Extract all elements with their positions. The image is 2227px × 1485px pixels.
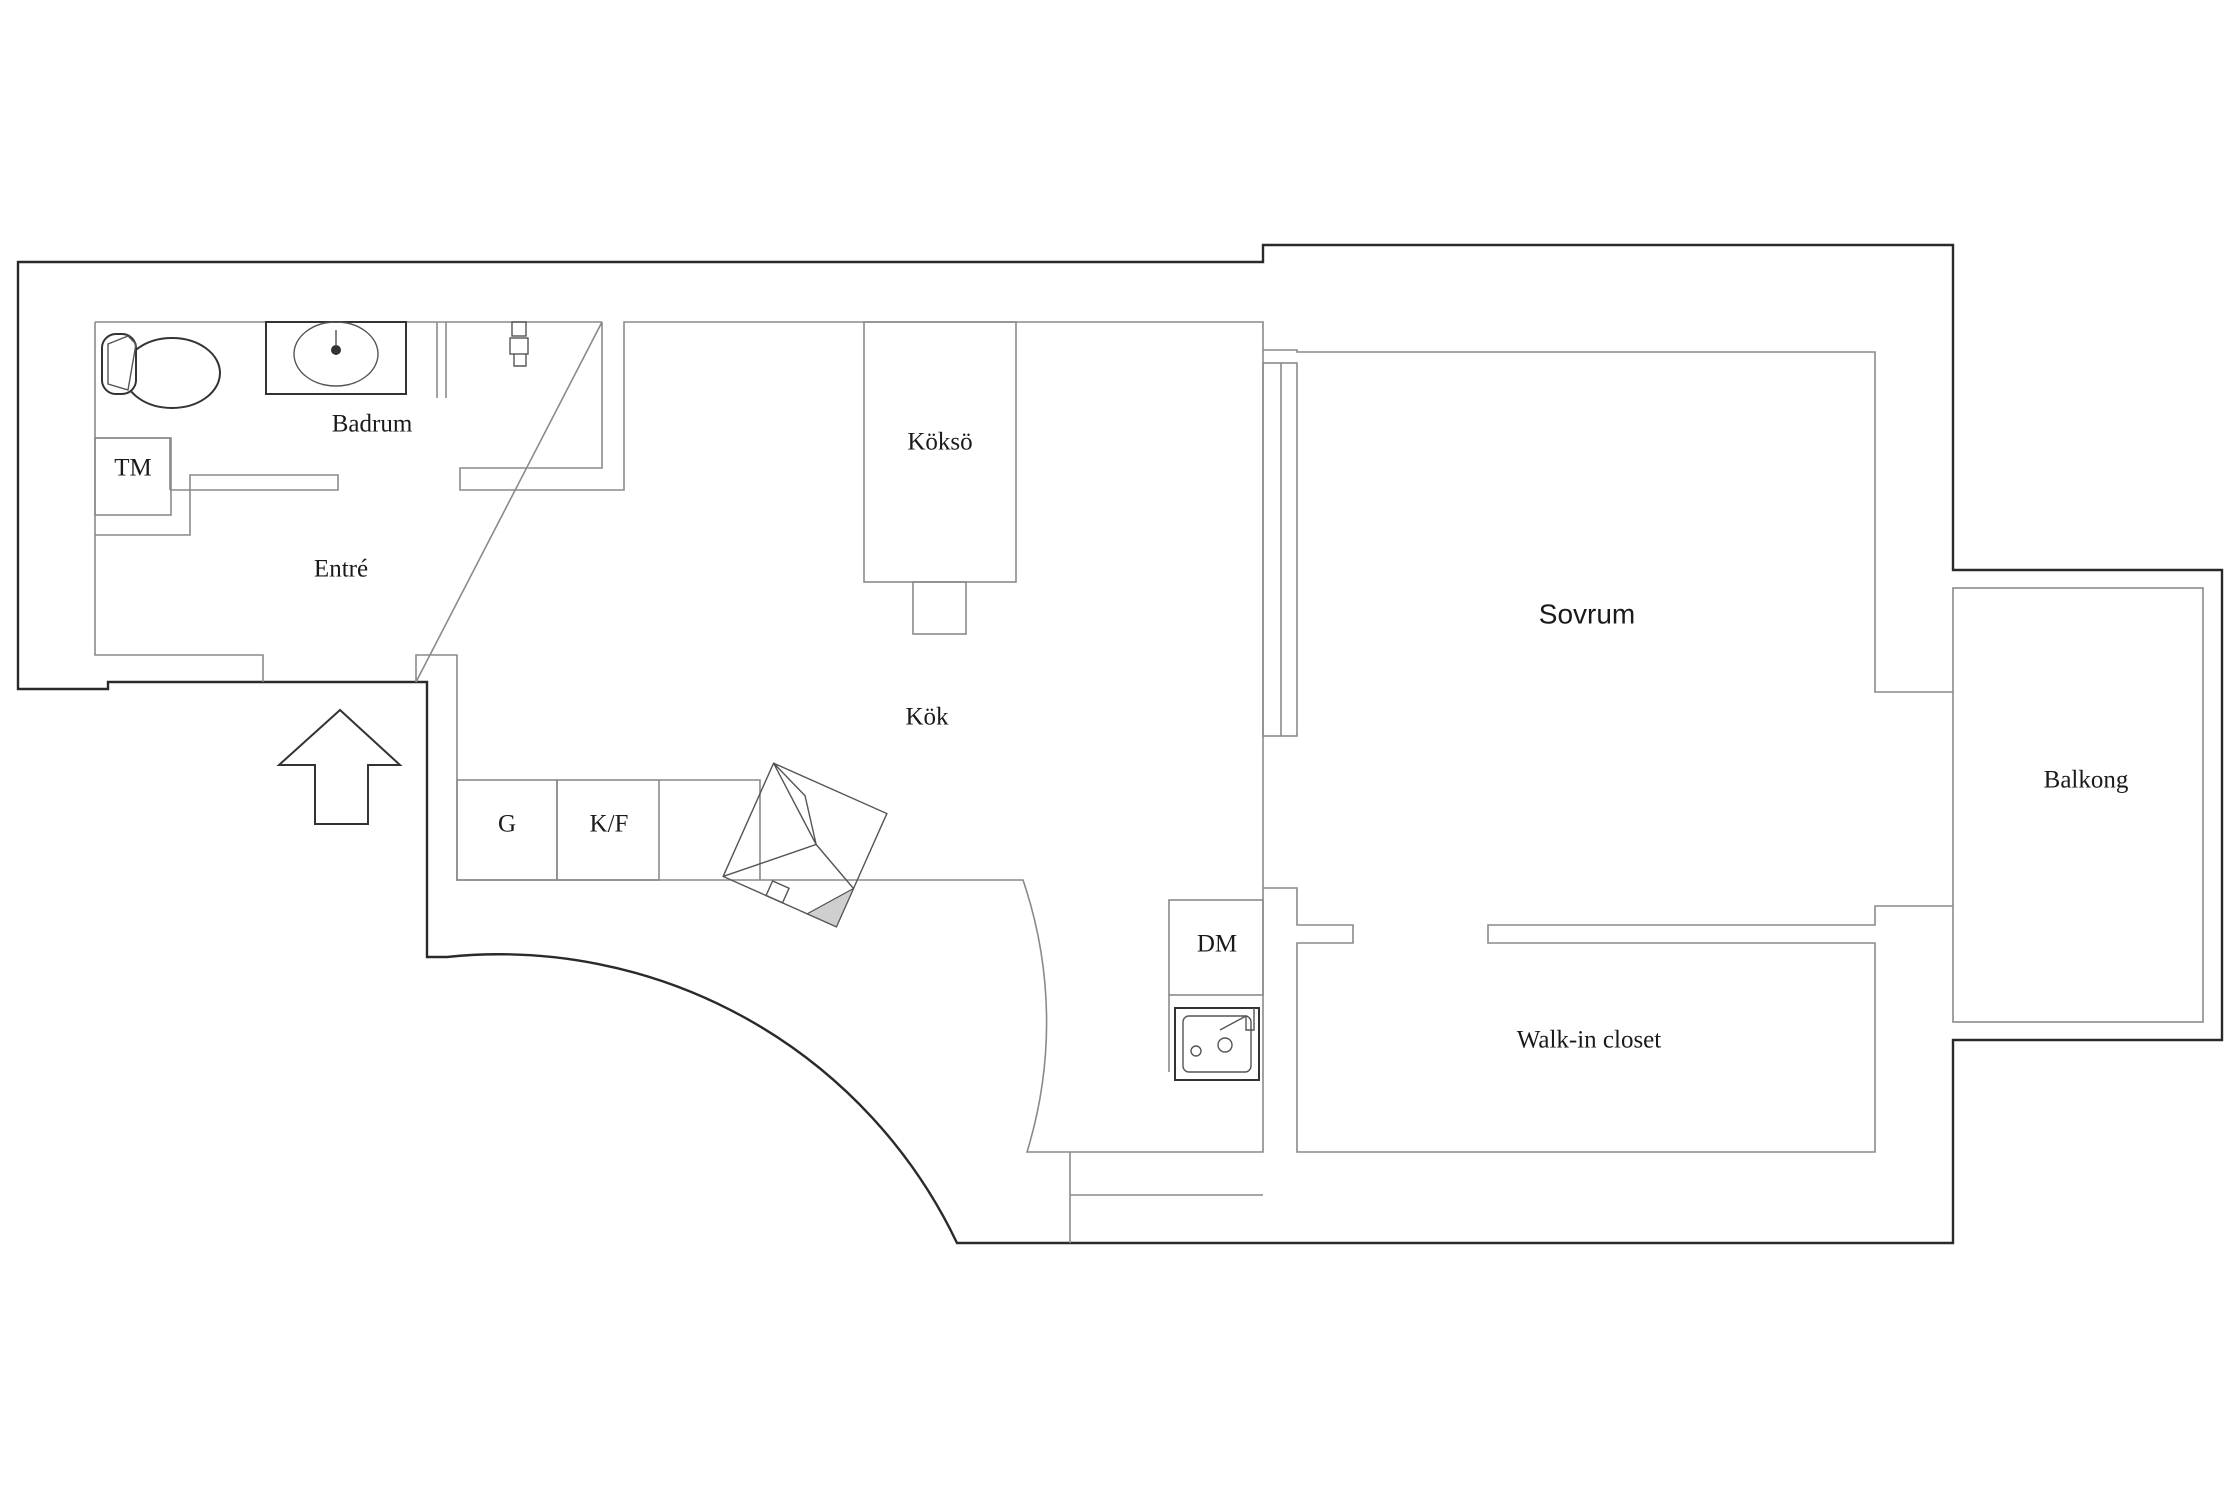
stove-icon xyxy=(722,762,888,928)
room-label-walk-in-closet: Walk-in closet xyxy=(1517,1027,1662,1054)
cabinet-kf xyxy=(556,779,660,881)
sovrum-door-strip xyxy=(1262,362,1298,737)
washbasin-icon xyxy=(265,321,407,395)
closet-wall xyxy=(1263,887,1953,1153)
room-label-balkong: Balkong xyxy=(2044,767,2129,794)
appliance-label-dm: DM xyxy=(1197,931,1237,958)
dishwasher-box xyxy=(1168,899,1264,996)
island-stool xyxy=(912,581,967,635)
room-label-sovrum: Sovrum xyxy=(1539,598,1635,629)
room-label-kok: Kök xyxy=(905,704,949,731)
lower-storage xyxy=(1069,1152,1263,1243)
room-label-tm: TM xyxy=(114,455,152,482)
room-label-badrum: Badrum xyxy=(332,411,413,438)
shower-icon xyxy=(509,321,529,367)
sovrum-wall xyxy=(1263,349,1953,693)
appliance-label-g: G xyxy=(498,811,516,838)
tm-box xyxy=(94,437,172,516)
toilet-icon xyxy=(101,333,221,409)
appliance-label-kf: K/F xyxy=(590,811,629,838)
outer-wall xyxy=(16,243,2224,1245)
room-label-entre: Entré xyxy=(314,556,368,583)
kitchen-sink-icon xyxy=(1174,1007,1260,1081)
room-label-kokso: Köksö xyxy=(907,429,972,456)
entrance-arrow-icon xyxy=(276,708,403,825)
inner-wall-west xyxy=(94,321,1264,1153)
balcony-inner xyxy=(1952,587,2204,1023)
